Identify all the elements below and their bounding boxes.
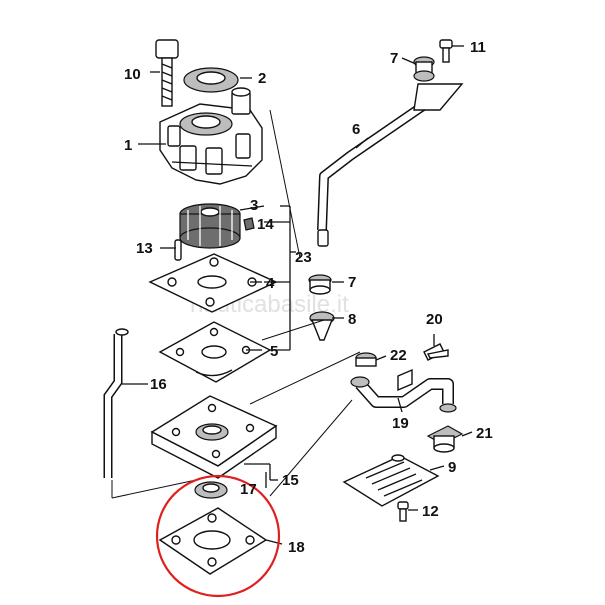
part-18-gasket — [158, 507, 268, 575]
label-part-18: 18 — [288, 539, 305, 556]
part-13-pin — [174, 239, 182, 261]
part-5-plate — [158, 321, 272, 383]
label-part-15: 15 — [282, 472, 299, 489]
label-part-23: 23 — [295, 249, 312, 266]
part-20-screw — [423, 343, 449, 361]
label-part-7-top: 7 — [390, 50, 398, 67]
part-7-grommet-lower — [308, 274, 332, 295]
label-part-9: 9 — [448, 459, 456, 476]
label-part-12: 12 — [422, 503, 439, 520]
label-part-10: 10 — [124, 66, 141, 83]
part-22-collar — [355, 352, 377, 367]
part-14-key — [243, 217, 255, 231]
label-part-4: 4 — [266, 275, 275, 292]
label-part-20: 20 — [426, 311, 443, 328]
label-part-6: 6 — [352, 121, 360, 138]
part-3-impeller — [179, 203, 241, 249]
part-6-water-tube — [317, 91, 443, 247]
label-part-1: 1 — [124, 137, 132, 154]
part-9-screen — [342, 454, 440, 507]
part-2-seal — [183, 67, 239, 93]
top-bracket — [413, 83, 464, 111]
part-12-screw — [397, 501, 409, 522]
part-16-tube — [103, 328, 129, 478]
part-7-grommet-top — [413, 56, 435, 82]
part-15-lower-plate — [150, 395, 278, 479]
label-part-11: 11 — [470, 39, 486, 56]
label-part-3: 3 — [250, 197, 258, 214]
part-11-screw — [439, 39, 453, 63]
label-part-22: 22 — [390, 347, 407, 364]
part-1-pump-housing — [159, 87, 263, 185]
label-part-19: 19 — [392, 415, 409, 432]
label-part-7-lower: 7 — [348, 274, 356, 291]
label-part-13: 13 — [136, 240, 153, 257]
part-19-pipe — [350, 368, 457, 413]
leader-lines — [111, 45, 473, 545]
label-part-8: 8 — [348, 311, 356, 328]
label-part-5: 5 — [270, 343, 278, 360]
part-10-bolt — [155, 39, 179, 107]
highlight-circle — [155, 474, 281, 598]
label-part-16: 16 — [150, 376, 167, 393]
label-part-21: 21 — [476, 425, 493, 442]
label-part-2: 2 — [258, 70, 266, 87]
part-8-fitting — [309, 311, 335, 341]
label-part-14: 14 — [257, 216, 274, 233]
label-part-17: 17 — [240, 481, 257, 498]
part-21-plug — [426, 425, 464, 453]
part-17-seal — [194, 481, 228, 499]
